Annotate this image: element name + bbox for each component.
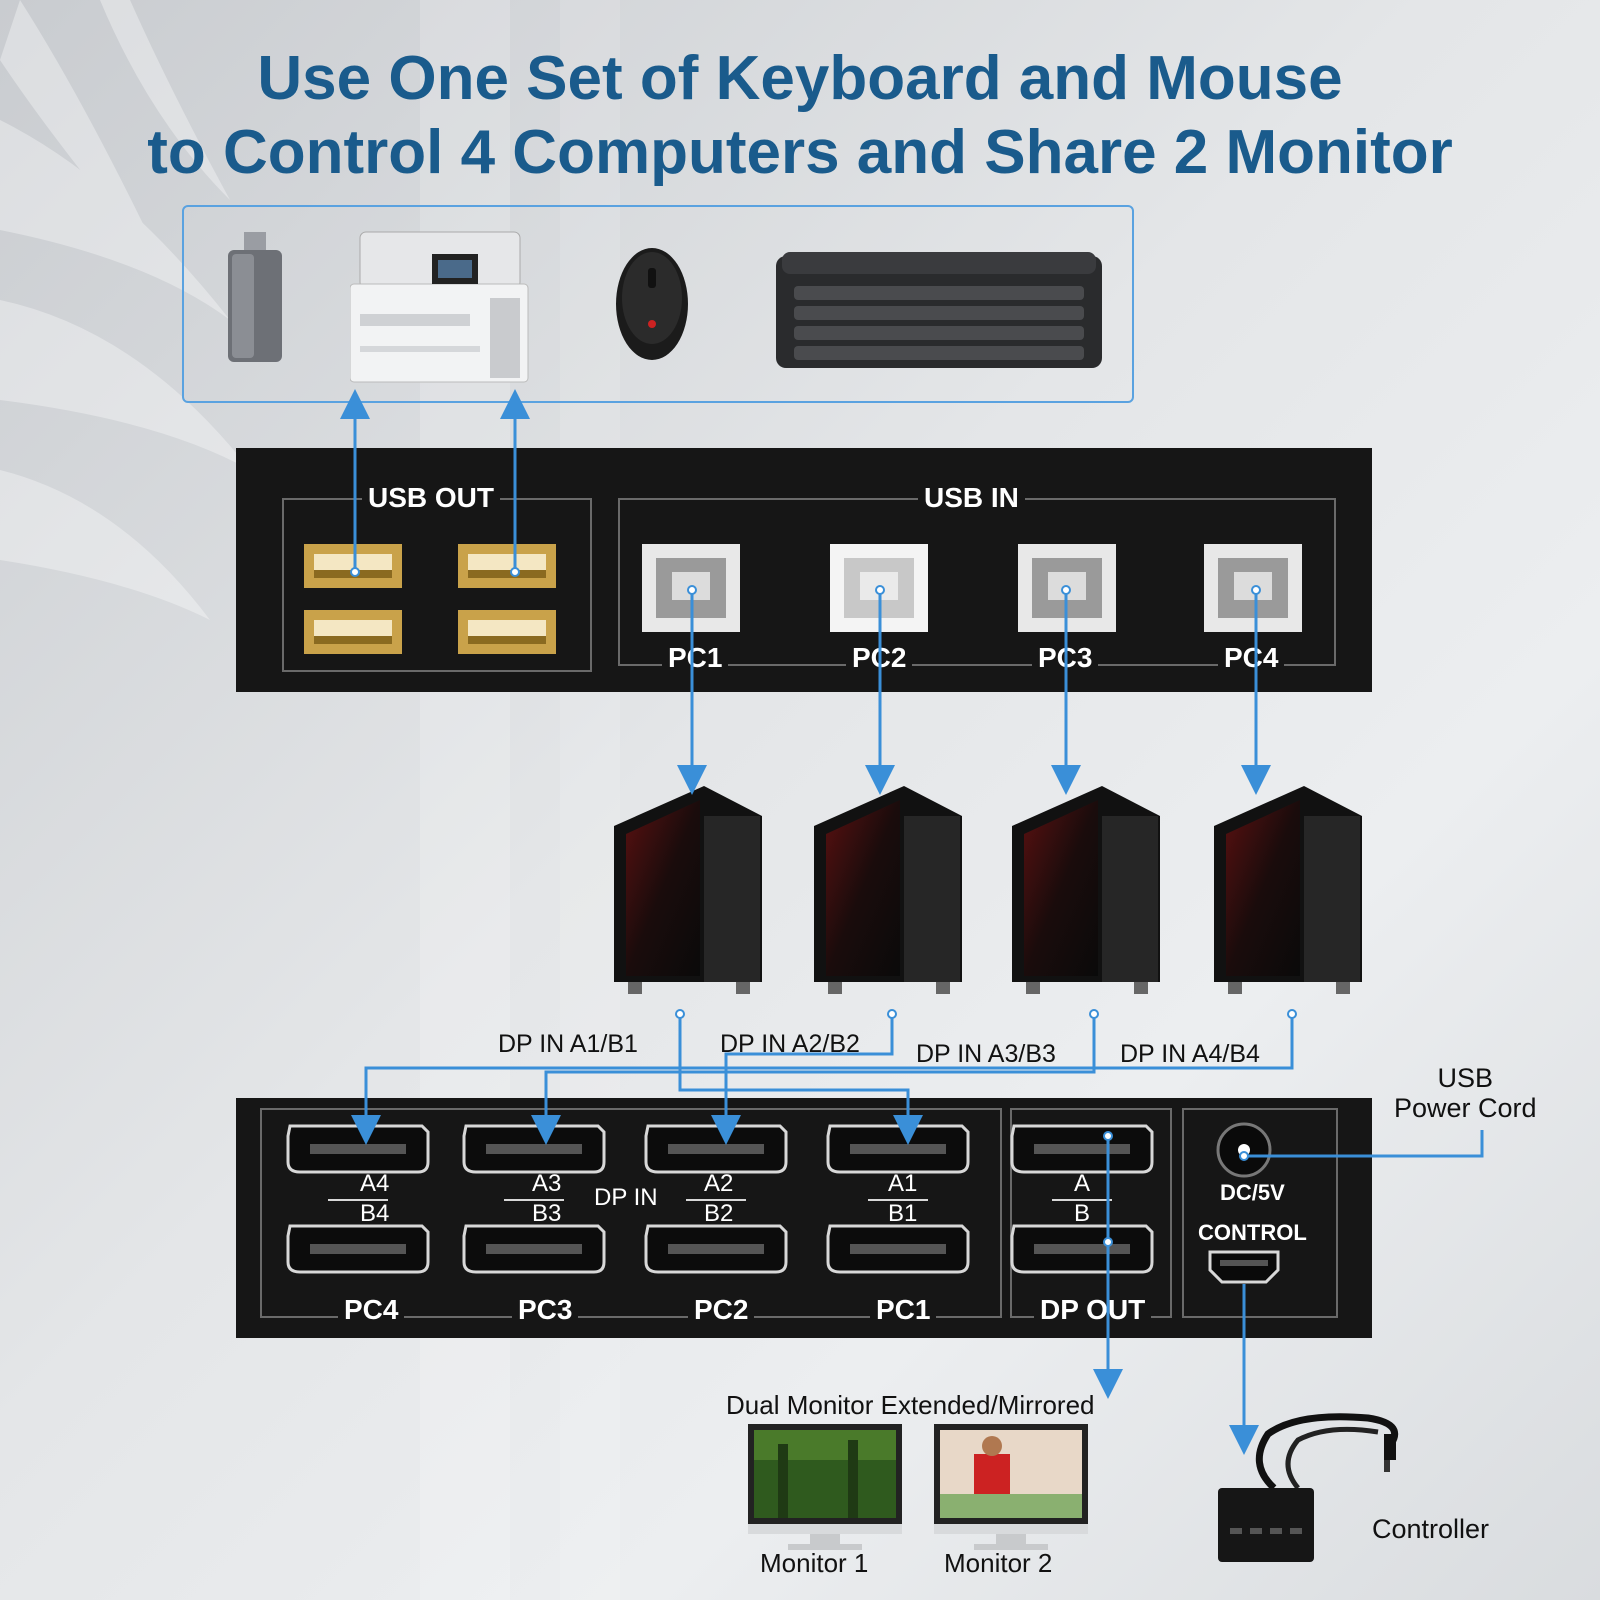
- control-port-icon: [1208, 1250, 1280, 1284]
- dp-connection-label-4: DP IN A4/B4: [1120, 1040, 1260, 1068]
- monitor-2-label: Monitor 2: [944, 1548, 1053, 1578]
- dp-in-b2-label: B2: [704, 1200, 734, 1227]
- usb-out-label: USB OUT: [362, 482, 500, 514]
- pc-tower-4: [1214, 786, 1362, 994]
- dp-in-pc4-label: PC4: [338, 1294, 405, 1326]
- controller-icon: [1218, 1413, 1399, 1562]
- usb-drive-icon: [228, 232, 282, 362]
- displayport-ports: [286, 1124, 1154, 1274]
- printer-icon: [350, 231, 529, 383]
- dp-connection-label-2: DP IN A2/B2: [720, 1030, 860, 1058]
- pc-tower-2: [814, 786, 962, 994]
- usb-in-port-label-pc1: PC1: [662, 642, 729, 674]
- pc-tower-icons: [614, 786, 1362, 994]
- dp-out-label: DP OUT: [1034, 1294, 1152, 1326]
- usb-in-port-label-pc3: PC3: [1032, 642, 1099, 674]
- dp-in-center-label: DP IN: [594, 1184, 658, 1211]
- page-title-line-2: to Control 4 Computers and Share 2 Monit…: [147, 118, 1453, 187]
- dc-5v-label: DC/5V: [1220, 1180, 1285, 1205]
- pc-tower-3: [1012, 786, 1160, 994]
- dp-in-a2-label: A2: [704, 1170, 734, 1197]
- usb-b-ports: [642, 544, 1302, 632]
- usb-in-label: USB IN: [918, 482, 1025, 514]
- dp-in-pc3-label: PC3: [512, 1294, 579, 1326]
- dp-in-b3-label: B3: [532, 1200, 562, 1227]
- dp-in-a4-label: A4: [360, 1170, 390, 1197]
- monitor-1-icon: [748, 1424, 902, 1550]
- dp-connection-label-3: DP IN A3/B3: [916, 1040, 1056, 1068]
- dp-out-b-label: B: [1074, 1200, 1091, 1227]
- dp-in-b4-label: B4: [360, 1200, 390, 1227]
- usb-a-ports: [304, 544, 556, 654]
- dc-power-jack-icon: [1216, 1122, 1272, 1178]
- dp-in-b1-label: B1: [888, 1200, 918, 1227]
- usb-in-port-label-pc2: PC2: [846, 642, 913, 674]
- dp-connection-label-1: DP IN A1/B1: [498, 1030, 638, 1058]
- pc-tower-1: [614, 786, 762, 994]
- peripherals-box: [182, 205, 1134, 403]
- dp-in-pc2-label: PC2: [688, 1294, 755, 1326]
- controller-label: Controller: [1372, 1514, 1490, 1544]
- monitors-caption: Dual Monitor Extended/Mirrored: [726, 1390, 1095, 1420]
- monitor-2-icon: [934, 1424, 1088, 1550]
- dp-in-pc1-label: PC1: [870, 1294, 937, 1326]
- usb-power-cord-label: USB Power Cord: [1394, 1063, 1537, 1123]
- monitor-1-label: Monitor 1: [760, 1548, 869, 1578]
- mouse-icon: [616, 248, 688, 360]
- dp-in-a1-label: A1: [888, 1170, 918, 1197]
- page-title-line-1: Use One Set of Keyboard and Mouse: [257, 44, 1343, 113]
- dp-in-a3-label: A3: [532, 1170, 562, 1197]
- usb-in-port-label-pc4: PC4: [1218, 642, 1285, 674]
- dp-out-a-label: A: [1074, 1170, 1091, 1197]
- control-label: CONTROL: [1198, 1220, 1307, 1245]
- keyboard-icon: [776, 252, 1102, 368]
